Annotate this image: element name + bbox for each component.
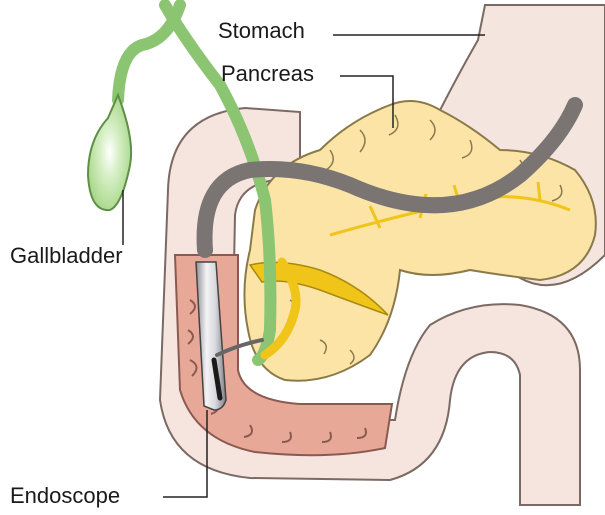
endoscope-label: Endoscope: [10, 485, 120, 507]
gallbladder-label: Gallbladder: [10, 245, 123, 267]
pancreas-label: Pancreas: [221, 63, 314, 85]
stomach-label: Stomach: [218, 20, 305, 42]
gallbladder: [88, 95, 131, 210]
